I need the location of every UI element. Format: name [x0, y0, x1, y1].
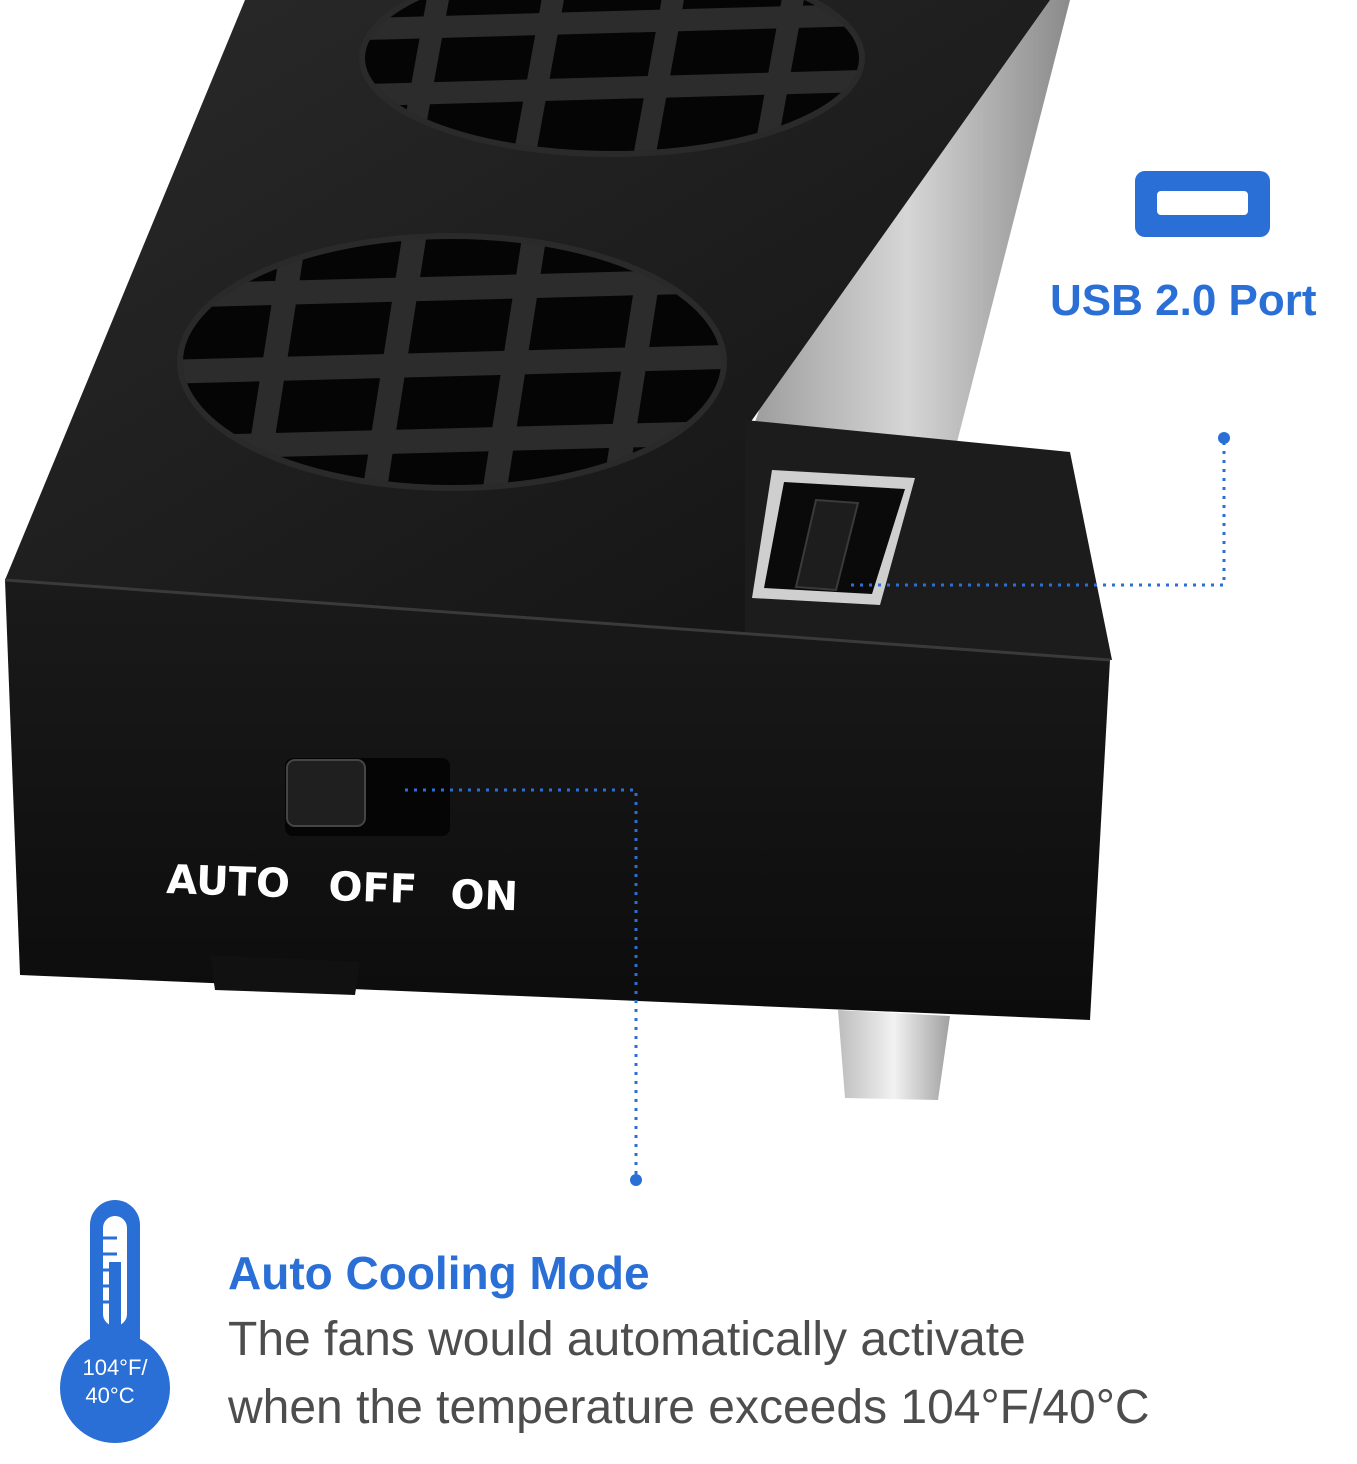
usb-port-icon [1135, 171, 1270, 237]
thermometer-temp-c: 40°C [85, 1383, 134, 1408]
foot-right-leg [838, 1010, 950, 1100]
switch-label-auto: AUTO [166, 857, 291, 907]
auto-cooling-title: Auto Cooling Mode [228, 1247, 650, 1299]
usb-callout-dot [1218, 432, 1230, 444]
switch-callout-dot [630, 1174, 642, 1186]
thermometer-temp-f: 104°F/ [82, 1355, 148, 1380]
mode-switch [285, 758, 450, 836]
foot-left [210, 955, 360, 995]
console-body [745, 0, 1070, 450]
fan-grille-top [359, 0, 865, 157]
switch-callout-line [405, 788, 638, 1176]
auto-cooling-description-line2: when the temperature exceeds 104°F/40°C [228, 1381, 1150, 1434]
usb-port-label: USB 2.0 Port [1050, 276, 1317, 325]
switch-label-off: OFF [328, 864, 418, 913]
usb-callout-line [850, 442, 1226, 587]
usb-port [752, 470, 915, 605]
auto-cooling-description-line1: The fans would automatically activate [228, 1313, 1026, 1366]
switch-label-on: ON [450, 872, 519, 920]
thermometer-icon [60, 1200, 170, 1443]
